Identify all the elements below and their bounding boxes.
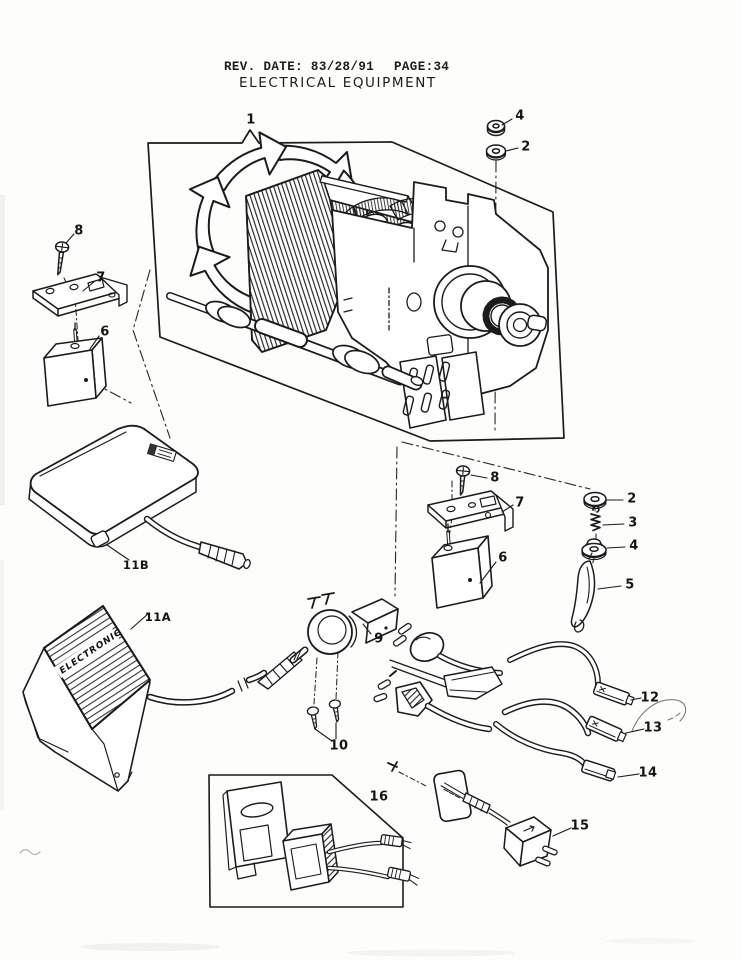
capacitor-middle-drawing	[431, 523, 493, 609]
callout-2-upper: 2	[521, 139, 531, 155]
screw-middle-drawing	[455, 465, 471, 496]
callout-11a: 11A	[144, 610, 172, 624]
callout-7-middle: 7	[515, 495, 525, 511]
callout-12: 12	[640, 690, 660, 706]
nut-right-drawing	[581, 538, 607, 561]
capacitor-left-drawing	[43, 322, 107, 407]
bracket-middle-drawing	[427, 490, 514, 532]
callout-3-right: 3	[628, 515, 638, 531]
scan-noise	[0, 195, 695, 957]
callout-14: 14	[638, 765, 658, 781]
page-title: ELECTRICAL EQUIPMENT	[239, 75, 437, 91]
rev-date-text: REV. DATE: 83/28/91	[224, 60, 375, 74]
callout-2-right: 2	[627, 491, 637, 507]
page-number-text: PAGE:34	[394, 60, 450, 74]
callout-8-left: 8	[74, 223, 84, 239]
callout-8-middle: 8	[490, 470, 500, 486]
callout-13: 13	[643, 720, 663, 736]
callout-15: 15	[570, 818, 590, 834]
callout-leaders	[65, 118, 645, 837]
screw-left-drawing	[54, 241, 70, 276]
callout-4-right: 4	[629, 538, 639, 554]
foot-controller-11b-drawing	[28, 424, 251, 570]
nut-upper-drawing	[486, 119, 506, 137]
stray-mark	[19, 849, 41, 856]
callout-6-left: 6	[100, 324, 110, 340]
callout-6-middle: 6	[498, 550, 508, 566]
washer-upper-drawing	[485, 144, 507, 161]
bracket-left-drawing	[32, 273, 128, 317]
callout-5: 5	[625, 577, 635, 593]
callout-4-upper: 4	[515, 108, 525, 124]
callout-1: 1	[246, 112, 256, 128]
cords-drawing	[373, 622, 687, 782]
terminal-box-drawing	[208, 774, 420, 908]
spring-right-drawing	[590, 505, 601, 532]
callout-9: 9	[374, 631, 384, 647]
right-column-axis	[591, 505, 597, 567]
callout-10: 10	[329, 738, 349, 754]
plug-adapter-drawing	[387, 761, 558, 867]
motor-boundary-box	[147, 129, 565, 442]
callout-11b: 11B	[122, 558, 150, 572]
lamp-socket-drawing	[289, 592, 399, 730]
foot-controller-11a-drawing: ELECTRONIC	[22, 605, 303, 792]
callout-7-left: 7	[96, 270, 106, 286]
motor-drawing	[166, 123, 549, 429]
belt-strip-drawing	[570, 552, 596, 633]
callout-16: 16	[369, 789, 389, 805]
